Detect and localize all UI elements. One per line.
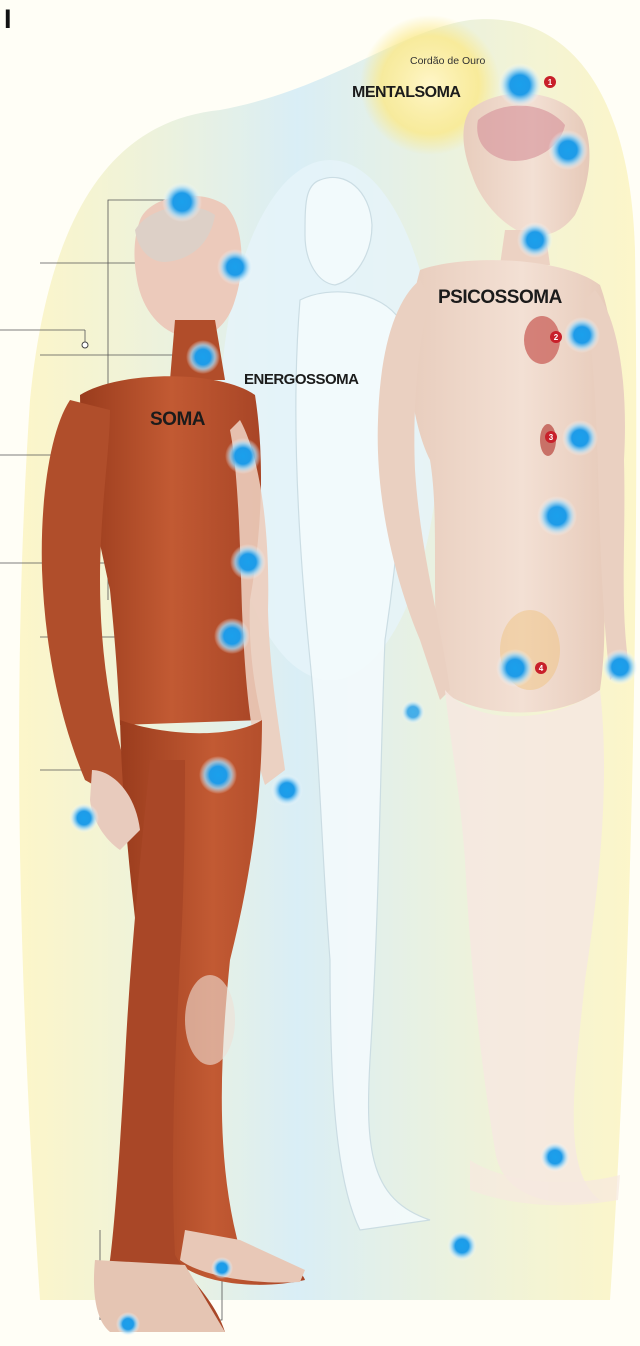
marker-4: 4: [535, 662, 547, 674]
marker-2: 2: [550, 331, 562, 343]
chakra-point: [199, 756, 237, 794]
chakra-point: [517, 222, 553, 258]
label-psicossoma: PSICOSSOMA: [438, 287, 562, 309]
marker-3: 3: [545, 431, 557, 443]
marker-1-label: 1: [548, 78, 553, 87]
corner-mark: I: [4, 4, 11, 35]
chakra-point: [447, 1231, 477, 1261]
chakra-point: [162, 182, 202, 222]
chakra-point: [498, 63, 542, 107]
chakra-point: [401, 700, 425, 724]
chakra-point: [537, 496, 577, 536]
chakra-point: [540, 1142, 570, 1172]
chakra-point: [217, 249, 253, 285]
label-soma: SOMA: [150, 409, 205, 431]
chakra-point: [562, 420, 598, 456]
chakra-point: [69, 803, 99, 833]
marker-2-label: 2: [554, 333, 559, 342]
marker-1: 1: [544, 76, 556, 88]
chakra-point: [186, 340, 220, 374]
chakra-point: [602, 649, 638, 685]
chakra-point: [211, 1257, 233, 1279]
label-mentalsoma: MENTALSOMA: [352, 84, 460, 102]
chakra-point: [496, 649, 534, 687]
chakra-point: [271, 774, 303, 806]
chakra-point: [548, 130, 588, 170]
label-energossoma: ENERGOSSOMA: [244, 371, 359, 388]
chakra-point: [214, 618, 250, 654]
label-cordao-de-ouro: Cordão de Ouro: [410, 55, 485, 67]
chakra-point: [225, 438, 261, 474]
chakra-point: [230, 544, 266, 580]
marker-3-label: 3: [549, 433, 554, 442]
chakra-point: [564, 317, 600, 353]
marker-4-label: 4: [539, 664, 544, 673]
chakra-point: [116, 1312, 140, 1336]
